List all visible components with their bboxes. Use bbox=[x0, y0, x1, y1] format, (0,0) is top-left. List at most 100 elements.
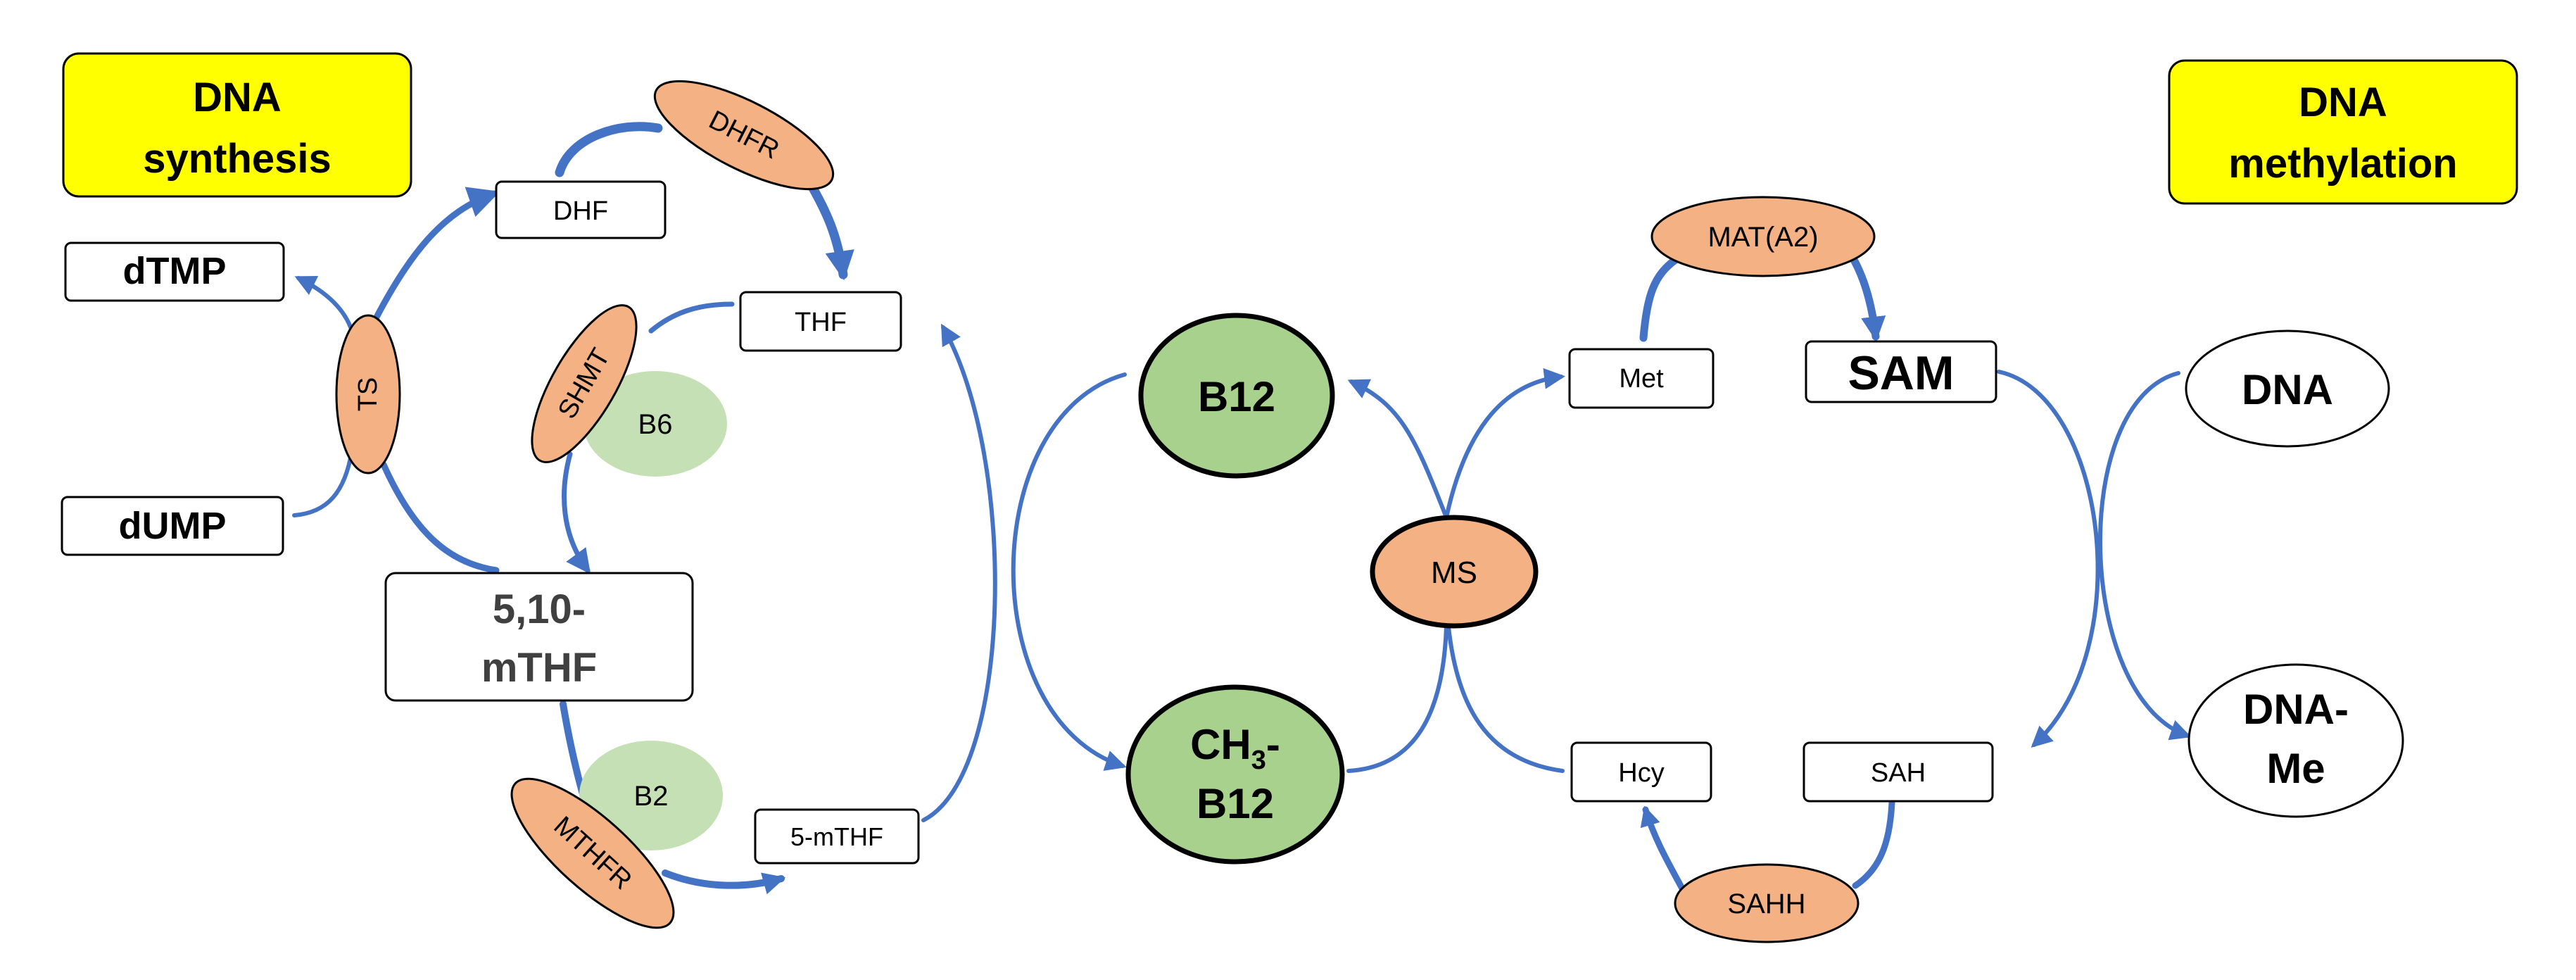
ts-label: TS bbox=[353, 377, 383, 412]
dump-box bbox=[61, 496, 284, 556]
dna-ellipse bbox=[2185, 329, 2390, 448]
mthfr-ellipse bbox=[510, 777, 675, 929]
arrow-dump-to-ts bbox=[292, 448, 354, 517]
dna-label: DNA bbox=[2242, 366, 2333, 413]
sam-node: SAM bbox=[1805, 340, 1997, 403]
b6-ellipse bbox=[583, 371, 727, 477]
sahh-ellipse bbox=[1674, 863, 1860, 943]
mthf-5-label: 5-mTHF bbox=[790, 822, 883, 851]
dna-me-label-line2: Me bbox=[2266, 745, 2325, 792]
mthf-5-node: 5-mTHF bbox=[754, 808, 920, 865]
arrow-shmt-to-mthf bbox=[562, 451, 591, 574]
arrow-sahh-to-hcy bbox=[1640, 805, 1686, 892]
dna-me-node: DNA- Me bbox=[2187, 663, 2404, 818]
b6-label: B6 bbox=[638, 409, 673, 440]
sam-label: SAM bbox=[1848, 346, 1954, 400]
arrow-sah-to-sahh bbox=[1852, 799, 1895, 889]
ms-enzyme: MS bbox=[1370, 515, 1539, 629]
ms-label: MS bbox=[1431, 555, 1477, 590]
mthf-510-label-line1: 5,10- bbox=[493, 586, 586, 632]
dna-methylation-label: DNA methylation bbox=[2168, 59, 2518, 205]
arrow-met-to-mat bbox=[1639, 255, 1681, 342]
dhf-label: DHF bbox=[553, 196, 608, 226]
b6-cofactor: B6 bbox=[583, 371, 727, 477]
b2-cofactor: B2 bbox=[579, 741, 723, 850]
dna-me-label-line1: DNA- bbox=[2243, 686, 2349, 733]
dhf-node: DHF bbox=[495, 180, 667, 239]
arrow-dhf-to-dhfr bbox=[555, 122, 663, 177]
arrow-dna-to-dname bbox=[2098, 371, 2192, 741]
mthf-5-box bbox=[754, 808, 920, 865]
dump-node: dUMP bbox=[61, 496, 284, 556]
ch3-b12-label-line1: CH3- bbox=[1190, 721, 1280, 775]
sah-label: SAH bbox=[1871, 758, 1926, 788]
hcy-box bbox=[1570, 741, 1712, 803]
sahh-label: SAHH bbox=[1727, 888, 1805, 919]
hcy-node: Hcy bbox=[1570, 741, 1712, 803]
met-label: Met bbox=[1619, 364, 1664, 394]
arrow-ms-to-met bbox=[1444, 367, 1565, 520]
hcy-label: Hcy bbox=[1618, 758, 1664, 788]
arrow-mthfr-to-5mthf bbox=[662, 869, 786, 895]
mthf-510-node: 5,10- mTHF bbox=[384, 572, 694, 702]
arrow-dhfr-to-thf bbox=[801, 171, 854, 281]
ch3-b12-dash: - bbox=[1266, 721, 1280, 768]
dhfr-ellipse bbox=[653, 80, 835, 191]
arrow-b12-to-ch3b12 bbox=[1011, 372, 1127, 771]
dna-synthesis-label-box bbox=[62, 52, 412, 198]
sah-node: SAH bbox=[1802, 741, 1994, 803]
sahh-enzyme: SAHH bbox=[1674, 863, 1860, 943]
arrow-5mthf-to-thf bbox=[921, 323, 997, 822]
arrow-ts-to-dtmp bbox=[294, 276, 354, 333]
met-node: Met bbox=[1568, 348, 1715, 409]
dna-methylation-label-line1: DNA bbox=[2299, 80, 2387, 125]
b2-label: B2 bbox=[634, 781, 669, 812]
b12-label: B12 bbox=[1198, 373, 1275, 420]
mat-ellipse bbox=[1650, 196, 1876, 277]
met-box bbox=[1568, 348, 1715, 409]
sah-box bbox=[1802, 741, 1994, 803]
arrow-ms-to-b12 bbox=[1347, 379, 1448, 520]
mat-enzyme: MAT(A2) bbox=[1650, 196, 1876, 277]
dna-methylation-label-line2: methylation bbox=[2228, 141, 2458, 187]
mat-label: MAT(A2) bbox=[1707, 222, 1818, 253]
b12-ellipse bbox=[1138, 313, 1335, 479]
dna-methylation-label-box bbox=[2168, 59, 2518, 205]
ch3-b12-label-line2: B12 bbox=[1197, 780, 1274, 827]
dump-label: dUMP bbox=[119, 505, 227, 547]
dtmp-box bbox=[64, 241, 285, 302]
ch3-b12-node: CH3- B12 bbox=[1125, 684, 1345, 865]
ch3-b12-subscript: 3 bbox=[1251, 746, 1266, 775]
shmt-enzyme: SHMT bbox=[531, 304, 638, 463]
b12-node: B12 bbox=[1138, 313, 1335, 479]
arrow-mat-to-sam bbox=[1847, 251, 1886, 341]
ts-enzyme: TS bbox=[335, 314, 401, 475]
arrow-ch3b12-to-ms bbox=[1346, 624, 1448, 773]
dhf-box bbox=[495, 180, 667, 239]
arrow-ts-to-dhf bbox=[366, 187, 500, 334]
ts-ellipse bbox=[335, 314, 401, 475]
dtmp-node: dTMP bbox=[64, 241, 285, 302]
dtmp-label: dTMP bbox=[123, 250, 227, 292]
dna-node: DNA bbox=[2185, 329, 2390, 448]
arrow-mthf-to-ts bbox=[380, 461, 500, 574]
dna-synthesis-label: DNA synthesis bbox=[62, 52, 412, 198]
thf-node: THF bbox=[739, 291, 902, 352]
ms-ellipse bbox=[1370, 515, 1539, 629]
ch3-b12-ellipse bbox=[1125, 684, 1345, 865]
mthf-510-label-line2: mTHF bbox=[481, 645, 597, 691]
arrow-hcy-to-ms bbox=[1446, 624, 1565, 773]
dhfr-enzyme: DHFR bbox=[653, 80, 835, 191]
dna-me-ellipse bbox=[2187, 663, 2404, 818]
b2-ellipse bbox=[579, 741, 723, 850]
arrow-sam-to-sah bbox=[1997, 370, 2100, 748]
dna-synthesis-label-line2: synthesis bbox=[143, 136, 332, 182]
mthf-510-box bbox=[384, 572, 694, 702]
sam-box bbox=[1805, 340, 1997, 403]
ch3-b12-ch: CH bbox=[1190, 721, 1251, 768]
thf-box bbox=[739, 291, 902, 352]
dna-synthesis-label-line1: DNA bbox=[193, 75, 282, 120]
thf-label: THF bbox=[795, 308, 847, 337]
arrow-thf-to-shmt bbox=[648, 301, 735, 334]
shmt-ellipse bbox=[531, 304, 638, 463]
